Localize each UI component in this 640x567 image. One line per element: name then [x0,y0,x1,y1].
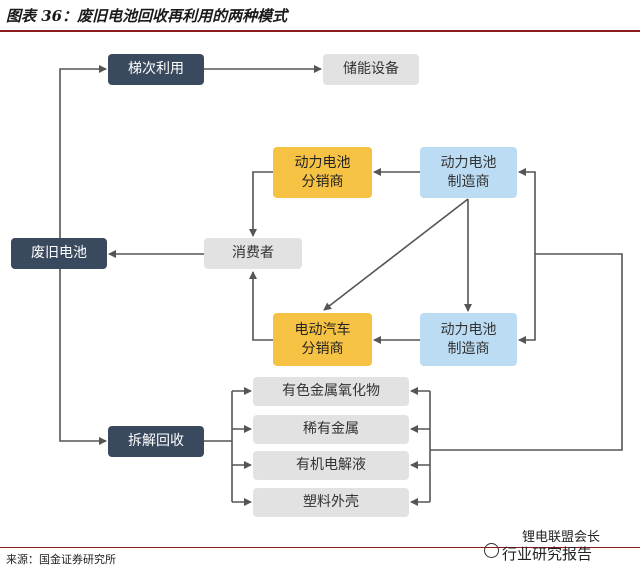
watermark-line1: 锂电联盟会长 [522,530,601,545]
node-energy-storage: 储能设备 [323,54,419,85]
source-note: 来源：国金证券研究所 [6,553,116,566]
node-plastic-shell: 塑料外壳 [253,488,409,517]
node-waste-battery: 废旧电池 [11,238,107,269]
title-bar [0,0,640,32]
node-power-battery-maker-bottom: 动力电池 制造商 [420,313,517,366]
node-organic-electrolyte: 有机电解液 [253,451,409,480]
arrow-ev-to-consumer [249,271,273,341]
node-power-battery-maker-top: 动力电池 制造商 [420,147,517,198]
arrow-distributor-to-consumer [249,171,273,237]
node-power-battery-distributor: 动力电池 分销商 [273,147,372,198]
node-echelon-use: 梯次利用 [108,54,204,85]
figure-title: 图表 36：废旧电池回收再利用的两种模式 [6,7,288,25]
wechat-icon [484,543,499,558]
arrow-feedback-bottom [518,254,536,344]
watermark-line2: 行业研究报告 [502,545,593,563]
arrow-maker-diagonal-to-ev [323,198,469,311]
arrow-feedback-top [518,168,536,254]
node-ev-distributor: 电动汽车 分销商 [273,313,372,366]
node-nonferrous-oxides: 有色金属氧化物 [253,377,409,406]
arrow-waste-to-echelon [59,65,107,238]
node-consumer: 消费者 [204,238,302,269]
node-dismantle-recycle: 拆解回收 [108,426,204,457]
source-rule [0,547,640,548]
line-right-return [430,253,623,451]
node-rare-metals: 稀有金属 [253,415,409,444]
arrow-waste-to-dismantle [59,268,107,445]
